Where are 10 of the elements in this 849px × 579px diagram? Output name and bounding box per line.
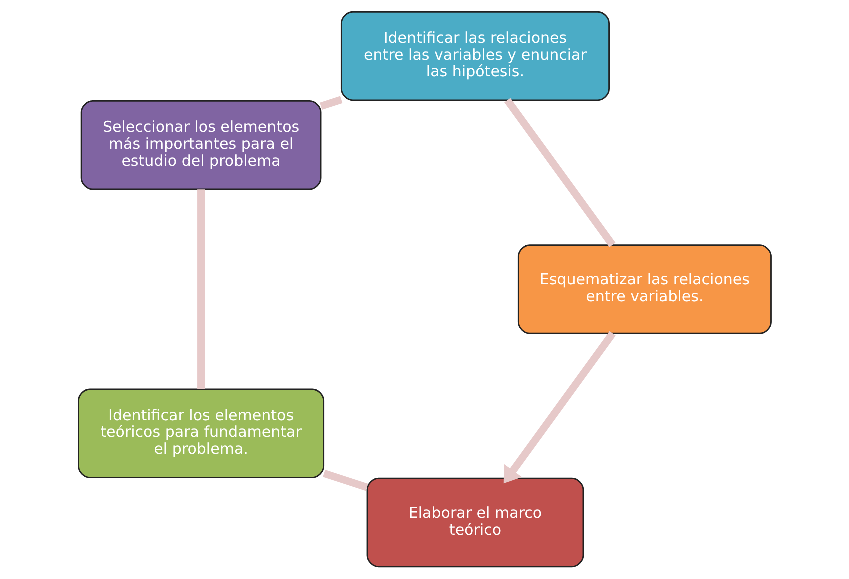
- node-box: Esquematizar las relaciones entre variables.: [517, 244, 772, 334]
- connector: [504, 98, 616, 248]
- arrow: [503, 331, 616, 484]
- node-box: Identificar las relaciones entre las variables y enunciar las hipótesis.: [340, 11, 610, 102]
- node-box: Elaborar el marco teórico: [366, 478, 584, 568]
- connector: [322, 470, 368, 492]
- connector: [197, 190, 205, 390]
- connector: [320, 96, 342, 110]
- node-box: Identificar los elementos teóricos para fundamentar el problema.: [78, 388, 324, 478]
- node-box: Seleccionar los elementos más importantes para el estudio del problema: [80, 100, 322, 190]
